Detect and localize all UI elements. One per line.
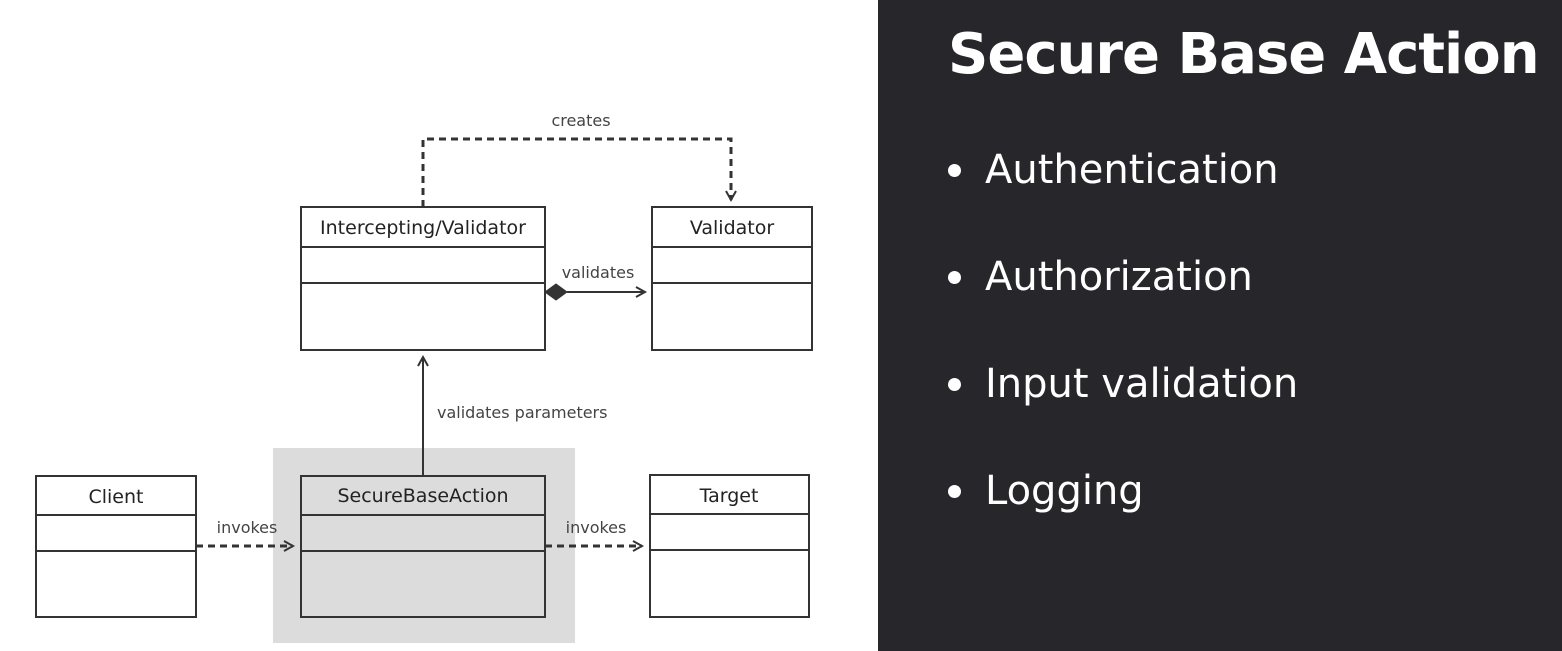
bullet-dot-icon xyxy=(948,163,961,177)
bullet-item: Logging xyxy=(948,461,1298,521)
relation-label-client-invokes: invokes xyxy=(217,518,278,537)
class-secure-base-action[interactable]: SecureBaseAction xyxy=(300,475,546,618)
class-name-intercepting-validator: Intercepting/Validator xyxy=(320,217,526,239)
bullet-text-input-validation: Input validation xyxy=(985,361,1299,407)
class-intercepting-validator[interactable]: Intercepting/Validator xyxy=(300,206,546,351)
uml-class-diagram: Intercepting/Validator Validator Client xyxy=(35,111,813,643)
relation-validates-parameters: validates parameters xyxy=(417,354,607,476)
bullet-item: Input validation xyxy=(948,354,1298,414)
class-name-client: Client xyxy=(88,486,143,508)
class-name-secure-base-action: SecureBaseAction xyxy=(337,485,508,507)
relation-label-action-invokes: invokes xyxy=(566,518,627,537)
relation-label-creates: creates xyxy=(551,111,610,130)
relation-label-validates: validates xyxy=(562,263,635,282)
class-client[interactable]: Client xyxy=(35,475,197,618)
bullet-text-authentication: Authentication xyxy=(985,147,1279,193)
bullet-dot-icon xyxy=(948,484,961,498)
bullet-dot-icon xyxy=(948,377,961,391)
slide-title: Secure Base Action xyxy=(948,22,1540,87)
bullet-dot-icon xyxy=(948,270,961,284)
relation-client-invokes: invokes xyxy=(196,518,296,552)
bullet-list: Authentication Authorization Input valid… xyxy=(948,140,1298,568)
class-target[interactable]: Target xyxy=(649,474,810,618)
bullet-item: Authorization xyxy=(948,247,1298,307)
relation-label-validates-parameters: validates parameters xyxy=(437,403,607,422)
relation-creates: creates xyxy=(421,111,737,207)
class-name-target: Target xyxy=(699,485,759,507)
uml-diagram-panel: Intercepting/Validator Validator Client xyxy=(35,111,813,643)
bullet-text-authorization: Authorization xyxy=(985,254,1253,300)
class-name-validator: Validator xyxy=(690,217,775,239)
bullet-item: Authentication xyxy=(948,140,1298,200)
class-validator[interactable]: Validator xyxy=(651,206,813,351)
bullet-text-logging: Logging xyxy=(985,468,1144,514)
relation-validates: validates xyxy=(544,263,648,301)
relation-action-invokes: invokes xyxy=(545,518,645,552)
info-panel: Secure Base Action Authentication Author… xyxy=(878,0,1562,651)
